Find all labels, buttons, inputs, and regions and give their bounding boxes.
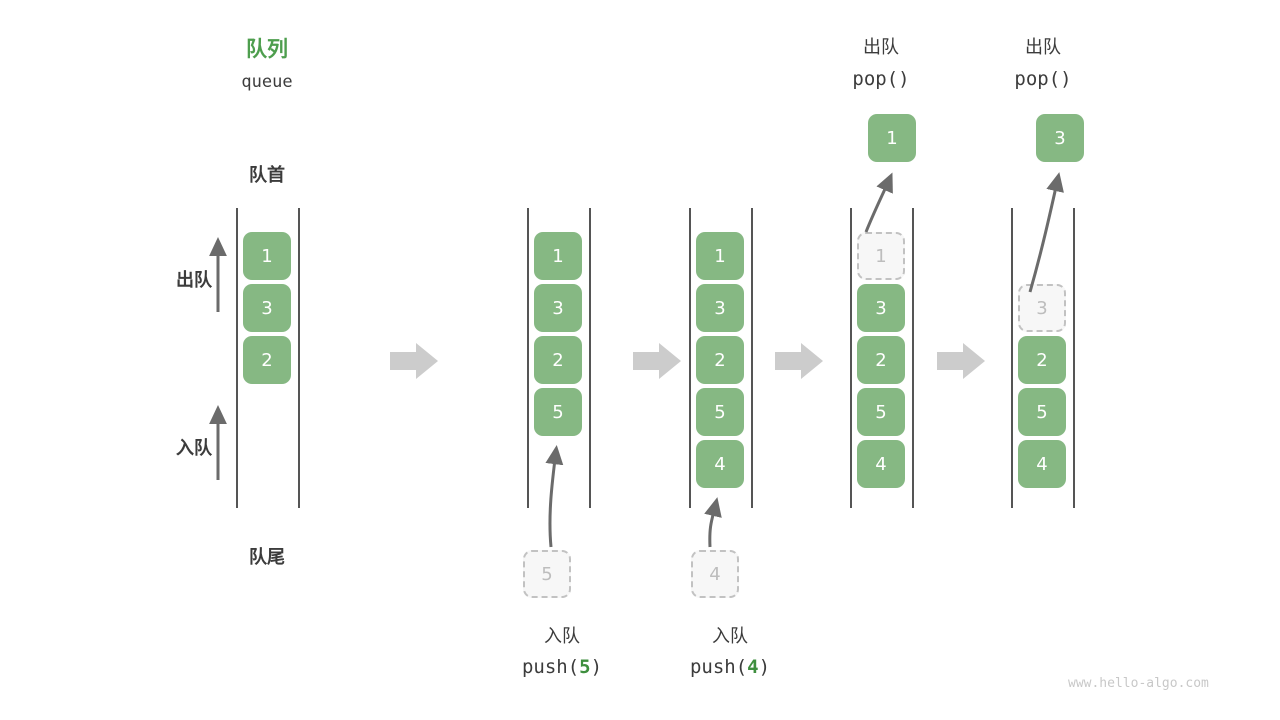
queue-rail-right — [751, 208, 753, 508]
queue-cell: 4 — [857, 440, 905, 488]
front-label: 队首 — [249, 165, 285, 186]
rear-label: 队尾 — [249, 547, 285, 568]
queue-rail-left — [689, 208, 691, 508]
code-arg: 4 — [747, 656, 759, 678]
code-prefix: pop() — [1014, 68, 1072, 90]
queue-cell: 2 — [534, 336, 582, 384]
popped-element: 1 — [868, 114, 916, 162]
code-prefix: push( — [689, 656, 748, 678]
queue-rail-right — [589, 208, 591, 508]
queue-cell: 3 — [696, 284, 744, 332]
queue-cell: 2 — [1018, 336, 1066, 384]
incoming-element: 5 — [523, 550, 571, 598]
pop-arrow — [1028, 172, 1064, 293]
queue-rail-left — [236, 208, 238, 508]
watermark: www.hello-algo.com — [1068, 676, 1209, 691]
queue-cell: 2 — [696, 336, 744, 384]
stage-caption-code: push(4) — [655, 656, 805, 678]
queue-cell: 4 — [696, 440, 744, 488]
queue-title-en: queue — [241, 72, 293, 92]
stage-caption-code: push(5) — [487, 656, 637, 678]
queue-rail-right — [298, 208, 300, 508]
queue-cell: 1 — [696, 232, 744, 280]
step-arrow — [390, 343, 438, 379]
queue-cell: 3 — [1018, 284, 1066, 332]
queue-cell: 2 — [857, 336, 905, 384]
step-arrow — [937, 343, 985, 379]
push-arrow — [704, 497, 722, 548]
queue-rail-left — [850, 208, 852, 508]
queue-rail-left — [1011, 208, 1013, 508]
queue-cell: 3 — [534, 284, 582, 332]
queue-cell: 5 — [696, 388, 744, 436]
queue-cell: 1 — [243, 232, 291, 280]
step-arrow — [775, 343, 823, 379]
queue-cell: 5 — [534, 388, 582, 436]
queue-rail-right — [1073, 208, 1075, 508]
pop-arrow — [864, 172, 893, 233]
code-suffix: ) — [590, 656, 603, 678]
stage-caption-code: pop() — [815, 68, 947, 90]
popped-element: 3 — [1036, 114, 1084, 162]
enqueue-direction-label: 入队 — [176, 438, 212, 459]
queue-cell: 5 — [857, 388, 905, 436]
code-suffix: ) — [758, 656, 771, 678]
queue-cell: 2 — [243, 336, 291, 384]
stage-caption-cn: 入队 — [544, 626, 580, 647]
code-prefix: pop() — [852, 68, 910, 90]
queue-cell: 1 — [857, 232, 905, 280]
queue-title-cn: 队列 — [246, 37, 288, 61]
code-prefix: push( — [521, 656, 580, 678]
queue-rail-left — [527, 208, 529, 508]
queue-cell: 5 — [1018, 388, 1066, 436]
queue-cell: 4 — [1018, 440, 1066, 488]
queue-cell: 3 — [243, 284, 291, 332]
stage-caption-cn: 出队 — [863, 37, 899, 58]
queue-cell: 1 — [534, 232, 582, 280]
queue-cell: 3 — [857, 284, 905, 332]
dequeue-direction-label: 出队 — [176, 270, 212, 291]
step-arrow — [633, 343, 681, 379]
stage-caption-cn: 入队 — [712, 626, 748, 647]
stage-caption-cn: 出队 — [1025, 37, 1061, 58]
push-arrow — [545, 445, 564, 548]
queue-rail-right — [912, 208, 914, 508]
stage-caption-code: pop() — [977, 68, 1109, 90]
code-arg: 5 — [579, 656, 591, 678]
incoming-element: 4 — [691, 550, 739, 598]
